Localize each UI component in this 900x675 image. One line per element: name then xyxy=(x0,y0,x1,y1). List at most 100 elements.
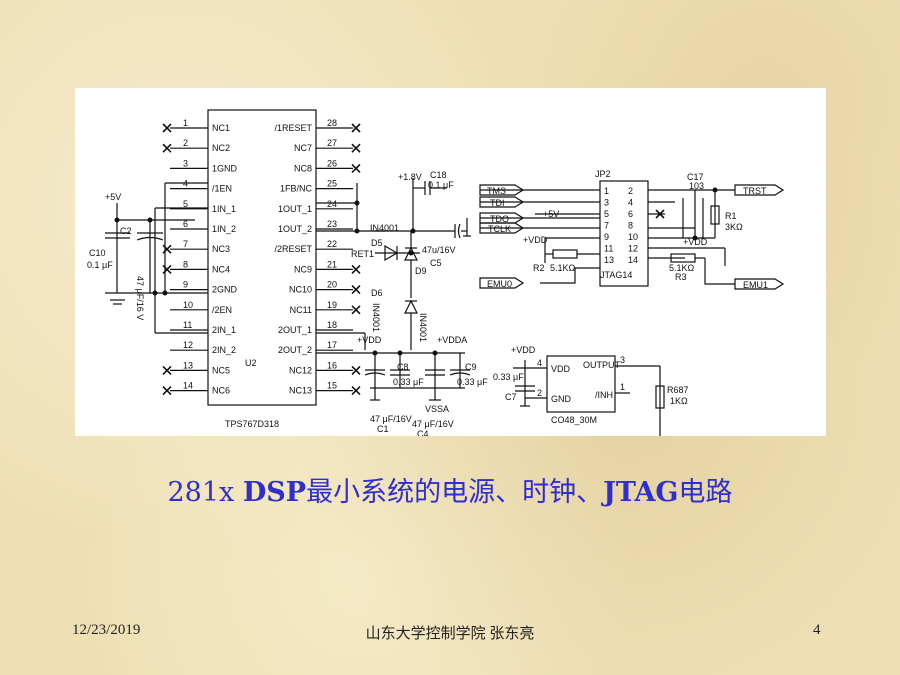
nc-x-mark xyxy=(162,143,172,153)
r3-value: 5.1KΩ xyxy=(669,263,695,273)
plus18v-label: +1.8V xyxy=(398,172,422,182)
u2-left-pin-number: 12 xyxy=(183,340,193,350)
ret1-label: RET1 xyxy=(351,249,374,259)
c8-value: 0.33 μF xyxy=(393,377,424,387)
u2-right-pin-name: NC10 xyxy=(289,285,312,295)
c5-label: C5 xyxy=(430,258,442,268)
d9-label: D9 xyxy=(415,266,427,276)
nc-x-mark xyxy=(162,244,172,254)
u2-right-pin-number: 27 xyxy=(327,138,337,148)
c2-value: 47 μF/16 V xyxy=(135,276,145,320)
vdd-label-a: +VDD xyxy=(357,335,382,345)
u2-ref-label: U2 xyxy=(245,358,257,368)
u2-left-pin-name: /1EN xyxy=(212,184,232,194)
u2-left-pin-name: NC2 xyxy=(212,143,230,153)
osc-gnd-label: GND xyxy=(551,394,572,404)
u2-right-pin-name: NC11 xyxy=(290,305,312,315)
c4-value: 47 μF/16V xyxy=(412,419,454,429)
u2-left-pin-name: /2EN xyxy=(212,305,232,315)
u2-right-pin-number: 17 xyxy=(327,340,337,350)
slide-caption: 281x DSP最小系统的电源、时钟、JTAG电路 xyxy=(0,470,900,509)
u2-right-pin-number: 23 xyxy=(327,219,337,229)
u2-left-pin-number: 14 xyxy=(183,381,193,391)
c7-value: 0.33 μF xyxy=(493,372,524,382)
osc-part-label: CO48_30M xyxy=(551,415,597,425)
nc-x-mark xyxy=(162,123,172,133)
c4-label: C4 xyxy=(417,429,429,436)
jp2-label: JP2 xyxy=(595,169,611,179)
u2-left-pin-name: 1IN_1 xyxy=(212,204,236,214)
circuit-schematic: NC11NC221GND3/1EN41IN_151IN_26NC37NC482G… xyxy=(75,88,826,436)
r3-label: R3 xyxy=(675,272,687,282)
c7-label: C7 xyxy=(505,392,517,402)
nc-x-mark xyxy=(351,123,361,133)
jp2-right-pin-number: 10 xyxy=(628,232,638,242)
r2-value: 5.1KΩ xyxy=(550,263,576,273)
nc-x-mark xyxy=(162,386,172,396)
caption-dsp: DSP xyxy=(242,477,307,508)
u2-right-pin-number: 25 xyxy=(327,179,337,189)
osc-pin4: 4 xyxy=(537,358,542,368)
osc-vdd-label: VDD xyxy=(551,364,571,374)
osc-inh-label: /INH xyxy=(595,390,613,400)
u2-right-pin-number: 24 xyxy=(327,199,337,209)
u2-right-pin-number: 26 xyxy=(327,158,337,168)
r2-label: R2 xyxy=(533,263,545,273)
u2-right-pin-number: 28 xyxy=(327,118,337,128)
vdd-b-label: +VDD xyxy=(523,235,548,245)
nc-x-mark xyxy=(351,264,361,274)
caption-jtag: JTAG xyxy=(603,477,679,508)
jp2-left-pin-number: 5 xyxy=(604,209,609,219)
jp2-right-pin-number: 2 xyxy=(628,186,633,196)
u2-right-pin-number: 16 xyxy=(327,360,337,370)
c9-value: 0.33 μF xyxy=(457,377,488,387)
c17-value: 103 xyxy=(689,181,704,191)
osc-pin1: 1 xyxy=(620,382,625,392)
r1-value: 3KΩ xyxy=(725,222,743,232)
vdd-d-label: +VDD xyxy=(511,345,536,355)
c10-value: 0.1 μF xyxy=(87,260,113,270)
footer-author: 山东大学控制学院 张东亮 xyxy=(365,626,535,642)
jp2-left-pin-number: 9 xyxy=(604,232,609,242)
u2-right-pin-name: NC7 xyxy=(294,143,312,153)
plus5v-b-label: +5V xyxy=(543,209,559,219)
jtag14-label: JTAG14 xyxy=(600,270,632,280)
jp2-right-pin-number: 8 xyxy=(628,221,633,231)
c9-label: C9 xyxy=(465,362,477,372)
u2-left-pin-name: 2IN_1 xyxy=(212,325,236,335)
u2-left-pin-number: 1 xyxy=(183,118,188,128)
r687-label: R687 xyxy=(667,385,689,395)
u2-left-pin-name: NC3 xyxy=(212,244,230,254)
u2-left-pin-number: 13 xyxy=(183,360,193,370)
osc-pin2: 2 xyxy=(537,388,542,398)
d5-label: D5 xyxy=(371,238,383,248)
u2-right-pin-number: 18 xyxy=(327,320,337,330)
u2-right-pin-name: /2RESET xyxy=(274,244,312,254)
jp2-nc-x-mark xyxy=(655,209,665,219)
c8-label: C8 xyxy=(397,362,409,372)
u2-right-pin-name: NC12 xyxy=(289,365,312,375)
footer-date: 12/23/2019 xyxy=(72,622,141,638)
u2-left-pin-number: 5 xyxy=(183,199,188,209)
c1-label: C1 xyxy=(377,424,389,434)
u2-right-pin-number: 19 xyxy=(327,300,337,310)
u2-left-pin-name: NC6 xyxy=(212,386,230,396)
u2-left-pin-number: 10 xyxy=(183,300,193,310)
in4001-rot-label: IN4001 xyxy=(418,313,428,342)
u2-left-pin-number: 8 xyxy=(183,259,188,269)
u2-right-pin-name: 1OUT_2 xyxy=(278,224,312,234)
emu1-label: EMU1 xyxy=(743,280,768,290)
jp2-right-pin-number: 6 xyxy=(628,209,633,219)
caption-middle: 最小系统的电源、时钟、 xyxy=(306,477,604,508)
in4001-mid-label: IN4001 xyxy=(371,303,381,332)
nc-x-mark xyxy=(162,264,172,274)
tms-label: TMS xyxy=(487,186,506,196)
trst-label: TRST xyxy=(743,186,767,196)
c1-value: 47 μF/16V xyxy=(370,414,412,424)
nc-x-mark xyxy=(162,365,172,375)
u2-right-pin-number: 22 xyxy=(327,239,337,249)
u2-part-label: TPS767D318 xyxy=(225,419,279,429)
oscillator-body xyxy=(546,355,616,413)
u2-left-pin-number: 2 xyxy=(183,138,188,148)
c2-label: C2 xyxy=(120,226,132,236)
